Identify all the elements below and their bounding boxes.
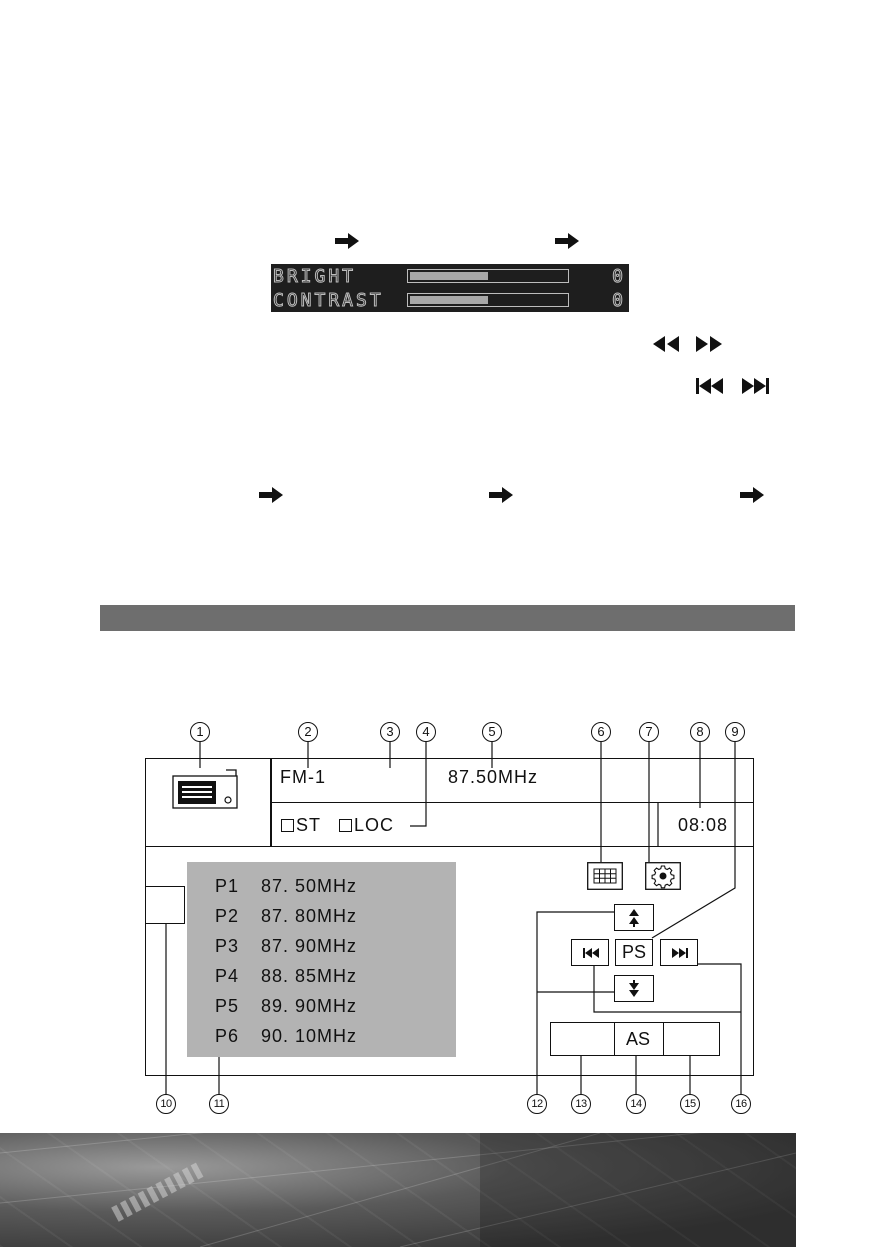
section-header-bar — [100, 605, 795, 631]
preset-frequency: 87. 50MHz — [261, 876, 358, 896]
callout-7: 7 — [639, 722, 659, 742]
callout-12: 12 — [527, 1094, 547, 1114]
skip-next-icon — [742, 378, 769, 394]
left-panel-button[interactable] — [145, 886, 185, 924]
callout-1: 1 — [190, 722, 210, 742]
preset-item[interactable]: P3 87. 90MHz — [215, 936, 357, 957]
ps-label: PS — [621, 942, 646, 962]
rewind-icon — [653, 336, 679, 352]
osd-bar-fill — [410, 272, 488, 280]
arrow-right-icon — [335, 233, 359, 249]
preset-frequency: 89. 90MHz — [261, 996, 358, 1016]
preset-frequency: 90. 10MHz — [261, 1026, 358, 1046]
osd-row-contrast: CONTRAST 0 — [271, 290, 629, 312]
prev-station-button[interactable] — [571, 939, 609, 966]
arrow-right-icon — [259, 487, 283, 503]
osd-value: 0 — [612, 266, 624, 287]
skip-previous-icon — [583, 948, 599, 958]
osd-row-bright: BRIGHT 0 — [271, 266, 629, 288]
callout-16: 16 — [731, 1094, 751, 1114]
seek-up-button[interactable] — [614, 904, 654, 931]
loc-label: LOC — [354, 815, 395, 835]
preset-number: P3 — [215, 936, 240, 956]
callout-10: 10 — [156, 1094, 176, 1114]
button-13[interactable] — [551, 1023, 613, 1055]
loc-indicator: LOC — [339, 815, 394, 836]
double-arrow-up-icon — [629, 909, 639, 927]
callout-6: 6 — [591, 722, 611, 742]
skip-next-icon — [672, 948, 688, 958]
divider — [270, 802, 754, 804]
divider — [146, 846, 753, 848]
keypad-grid-icon[interactable] — [587, 862, 623, 890]
callout-9: 9 — [725, 722, 745, 742]
bottom-button-group — [550, 1022, 720, 1056]
seek-down-button[interactable] — [614, 975, 654, 1002]
divider — [663, 1023, 665, 1055]
preset-number: P6 — [215, 1026, 240, 1046]
frequency-display: 87.50MHz — [448, 767, 539, 787]
preset-list: P1 87. 50MHz P2 87. 80MHz P3 87. 90MHz P4 88… — [187, 862, 456, 1057]
st-indicator: ST — [281, 815, 321, 836]
arrow-right-icon — [555, 233, 579, 249]
gear-icon[interactable] — [645, 862, 681, 890]
preset-item[interactable]: P6 90. 10MHz — [215, 1026, 357, 1047]
radio-icon[interactable] — [172, 762, 240, 810]
arrow-right-icon — [740, 487, 764, 503]
band-label: FM-1 — [280, 767, 326, 787]
preset-scan-button[interactable]: PS — [615, 939, 653, 966]
preset-frequency: 87. 80MHz — [261, 906, 358, 926]
preset-item[interactable]: P5 89. 90MHz — [215, 996, 357, 1017]
loc-checkbox[interactable] — [339, 819, 352, 832]
fast-forward-icon — [696, 336, 722, 352]
callout-5: 5 — [482, 722, 502, 742]
osd-bar — [407, 293, 569, 307]
callout-11: 11 — [209, 1094, 229, 1114]
callout-14: 14 — [626, 1094, 646, 1114]
preset-number: P5 — [215, 996, 240, 1016]
callout-3: 3 — [380, 722, 400, 742]
arrow-right-icon — [489, 487, 513, 503]
st-checkbox[interactable] — [281, 819, 294, 832]
callout-8: 8 — [690, 722, 710, 742]
auto-store-button[interactable]: AS — [625, 1029, 650, 1049]
osd-label: CONTRAST — [273, 290, 384, 311]
next-station-button[interactable] — [660, 939, 698, 966]
preset-number: P1 — [215, 876, 240, 896]
osd-label: BRIGHT — [272, 266, 357, 287]
clock-display: 08:08 — [678, 815, 729, 835]
callout-4: 4 — [416, 722, 436, 742]
preset-item[interactable]: P1 87. 50MHz — [215, 876, 357, 897]
film-strip-graphic — [0, 1133, 796, 1247]
button-15[interactable] — [664, 1023, 719, 1055]
st-label: ST — [296, 815, 322, 835]
preset-number: P2 — [215, 906, 240, 926]
preset-item[interactable]: P4 88. 85MHz — [215, 966, 357, 987]
callout-2: 2 — [298, 722, 318, 742]
preset-number: P4 — [215, 966, 240, 986]
divider — [614, 1023, 616, 1055]
osd-value: 0 — [612, 290, 624, 311]
skip-previous-icon — [696, 378, 723, 394]
bright-contrast-osd: BRIGHT 0 CONTRAST 0 — [271, 264, 629, 312]
decorative-footer-image — [0, 1133, 796, 1247]
double-arrow-down-icon — [629, 980, 639, 997]
callout-15: 15 — [680, 1094, 700, 1114]
osd-bar — [407, 269, 569, 283]
callout-13: 13 — [571, 1094, 591, 1114]
preset-frequency: 87. 90MHz — [261, 936, 358, 956]
preset-frequency: 88. 85MHz — [261, 966, 358, 986]
osd-bar-fill — [410, 296, 488, 304]
preset-item[interactable]: P2 87. 80MHz — [215, 906, 357, 927]
